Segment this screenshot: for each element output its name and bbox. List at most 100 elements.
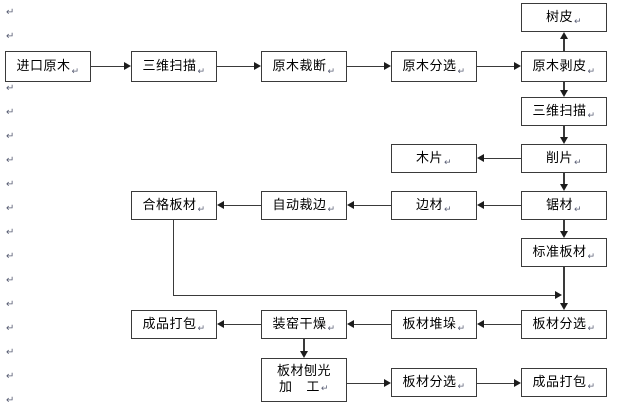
- arrowhead-right-icon: [254, 62, 261, 70]
- paragraph-mark-icon: ↵: [6, 275, 15, 286]
- node-yuanmu-fenxuan[interactable]: 原木分选↵: [391, 51, 477, 82]
- node-label-line-2: 加 工↵: [279, 379, 329, 395]
- arrowhead-down-icon: [560, 184, 568, 191]
- node-bancai-fenxuan-1[interactable]: 板材分选↵: [521, 310, 607, 339]
- node-label: 标准板材: [532, 245, 587, 260]
- paragraph-mark-icon: ↵: [6, 155, 15, 166]
- paragraph-mark-icon: ↵: [457, 67, 466, 77]
- node-bancai-fenxuan-2[interactable]: 板材分选↵: [391, 368, 477, 397]
- node-biancai[interactable]: 边材↵: [391, 191, 477, 220]
- node-jucai[interactable]: 锯材↵: [521, 191, 607, 220]
- paragraph-mark-icon: ↵: [6, 179, 15, 190]
- node-label: 锯材: [545, 198, 573, 213]
- arrowhead-left-icon: [477, 154, 484, 162]
- paragraph-mark-icon: ↵: [6, 299, 15, 310]
- arrowhead-down-icon: [560, 90, 568, 97]
- edge-hege-down: [173, 220, 174, 295]
- edge-xiaopian-to-mupian: [484, 158, 521, 159]
- node-chengpin-dabao-2[interactable]: 成品打包↵: [521, 368, 607, 397]
- node-label: 原木裁断: [272, 59, 327, 74]
- paragraph-mark-icon: ↵: [327, 205, 336, 215]
- node-mupian[interactable]: 木片↵: [391, 144, 477, 173]
- node-label: 三维扫描: [142, 59, 197, 74]
- node-label-line-1: 板材刨光: [276, 363, 331, 379]
- paragraph-mark-icon: ↵: [587, 382, 596, 392]
- arrowhead-left-icon: [347, 320, 354, 328]
- edge-biaozhun-to-fenxuan: [563, 267, 565, 303]
- paragraph-mark-icon: ↵: [6, 107, 15, 118]
- edge-fenxuan-to-bopi: [477, 66, 514, 67]
- edge-jucai-to-biancai: [484, 205, 521, 206]
- arrowhead-left-icon: [347, 201, 354, 209]
- edge-ganzao-to-dabao: [224, 324, 261, 325]
- paragraph-mark-icon: ↵: [6, 371, 15, 382]
- paragraph-mark-icon: ↵: [327, 67, 336, 77]
- edge-hege-right-to-trunk: [173, 295, 555, 296]
- node-bancai-duiduo[interactable]: 板材堆垛↵: [391, 310, 477, 339]
- paragraph-mark-icon: ↵: [443, 205, 453, 215]
- edge-duiduo-to-ganzao: [354, 324, 391, 325]
- edge-fenxuan2-to-dabao2: [477, 383, 514, 384]
- paragraph-mark-icon: ↵: [197, 324, 206, 334]
- paragraph-mark-icon: ↵: [573, 158, 583, 168]
- arrowhead-down-icon: [300, 351, 308, 358]
- paragraph-mark-icon: ↵: [6, 83, 15, 94]
- node-sanwei-saomiao-2[interactable]: 三维扫描↵: [521, 97, 607, 126]
- edge-bopi-to-saomiao2: [563, 82, 565, 90]
- node-zidong-caibian[interactable]: 自动裁边↵: [261, 191, 347, 220]
- edge-caiduan-to-fenxuan: [347, 66, 384, 67]
- paragraph-mark-icon: ↵: [6, 131, 15, 142]
- node-label: 边材: [415, 198, 443, 213]
- edge-saomiao2-to-xiaopian: [563, 126, 565, 137]
- arrowhead-left-icon: [217, 320, 224, 328]
- paragraph-mark-icon: ↵: [457, 382, 466, 392]
- paragraph-mark-icon: ↵: [573, 205, 583, 215]
- edge-bopi-to-shupi: [563, 39, 565, 52]
- node-label: 原木分选: [402, 59, 457, 74]
- node-label: 树皮: [545, 10, 573, 25]
- arrowhead-up-icon: [560, 32, 568, 39]
- arrowhead-right-icon: [384, 379, 391, 387]
- node-yuanmu-caiduan[interactable]: 原木裁断↵: [261, 51, 347, 82]
- paragraph-mark-icon: ↵: [573, 17, 583, 27]
- paragraph-mark-icon: ↵: [587, 67, 596, 77]
- node-label: 木片: [415, 151, 443, 166]
- paragraph-mark-icon: ↵: [457, 324, 466, 334]
- arrowhead-left-icon: [477, 320, 484, 328]
- node-chengpin-dabao-1[interactable]: 成品打包↵: [131, 310, 217, 339]
- node-yuanmu-bopi[interactable]: 原木剥皮↵: [521, 51, 607, 82]
- edge-fenxuan-to-duiduo: [484, 324, 521, 325]
- node-jinkou-yuanmu[interactable]: 进口原木↵: [5, 51, 91, 82]
- paragraph-mark-icon: ↵: [320, 383, 329, 394]
- node-xiaopian[interactable]: 削片↵: [521, 144, 607, 173]
- node-label: 装窑干燥: [272, 317, 327, 332]
- paragraph-mark-icon: ↵: [587, 111, 596, 121]
- arrowhead-right-icon: [124, 62, 131, 70]
- arrowhead-left-icon: [477, 201, 484, 209]
- paragraph-mark-icon: ↵: [6, 323, 15, 334]
- node-bancai-baoguang-jiagong[interactable]: 板材刨光 加 工↵: [261, 358, 347, 402]
- node-biaozhun-bancai[interactable]: 标准板材↵: [521, 238, 607, 267]
- node-hege-bancai[interactable]: 合格板材↵: [131, 191, 217, 220]
- paragraph-mark-icon: ↵: [6, 227, 15, 238]
- node-label: 成品打包: [142, 317, 197, 332]
- node-zhuangyao-ganzao[interactable]: 装窑干燥↵: [261, 310, 347, 339]
- edge-biancai-to-caibian: [354, 205, 391, 206]
- paragraph-mark-icon: ↵: [197, 67, 206, 77]
- arrowhead-right-icon: [514, 62, 521, 70]
- arrowhead-left-icon: [217, 201, 224, 209]
- node-shupi[interactable]: 树皮↵: [521, 3, 607, 32]
- paragraph-mark-icon: ↵: [6, 395, 15, 406]
- edge-jinkou-to-saomiao: [91, 66, 124, 67]
- paragraph-mark-icon: ↵: [6, 203, 15, 214]
- paragraph-mark-icon: ↵: [6, 251, 15, 262]
- edge-jucai-to-biaozhun: [563, 220, 565, 231]
- node-label: 原木剥皮: [532, 59, 587, 74]
- node-sanwei-saomiao-1[interactable]: 三维扫描↵: [131, 51, 217, 82]
- paragraph-mark-icon: ↵: [6, 7, 15, 18]
- node-label: 板材分选: [532, 317, 587, 332]
- node-label: 板材堆垛: [402, 317, 457, 332]
- node-label: 板材分选: [402, 375, 457, 390]
- edge-baoguang-to-fenxuan2: [347, 383, 384, 384]
